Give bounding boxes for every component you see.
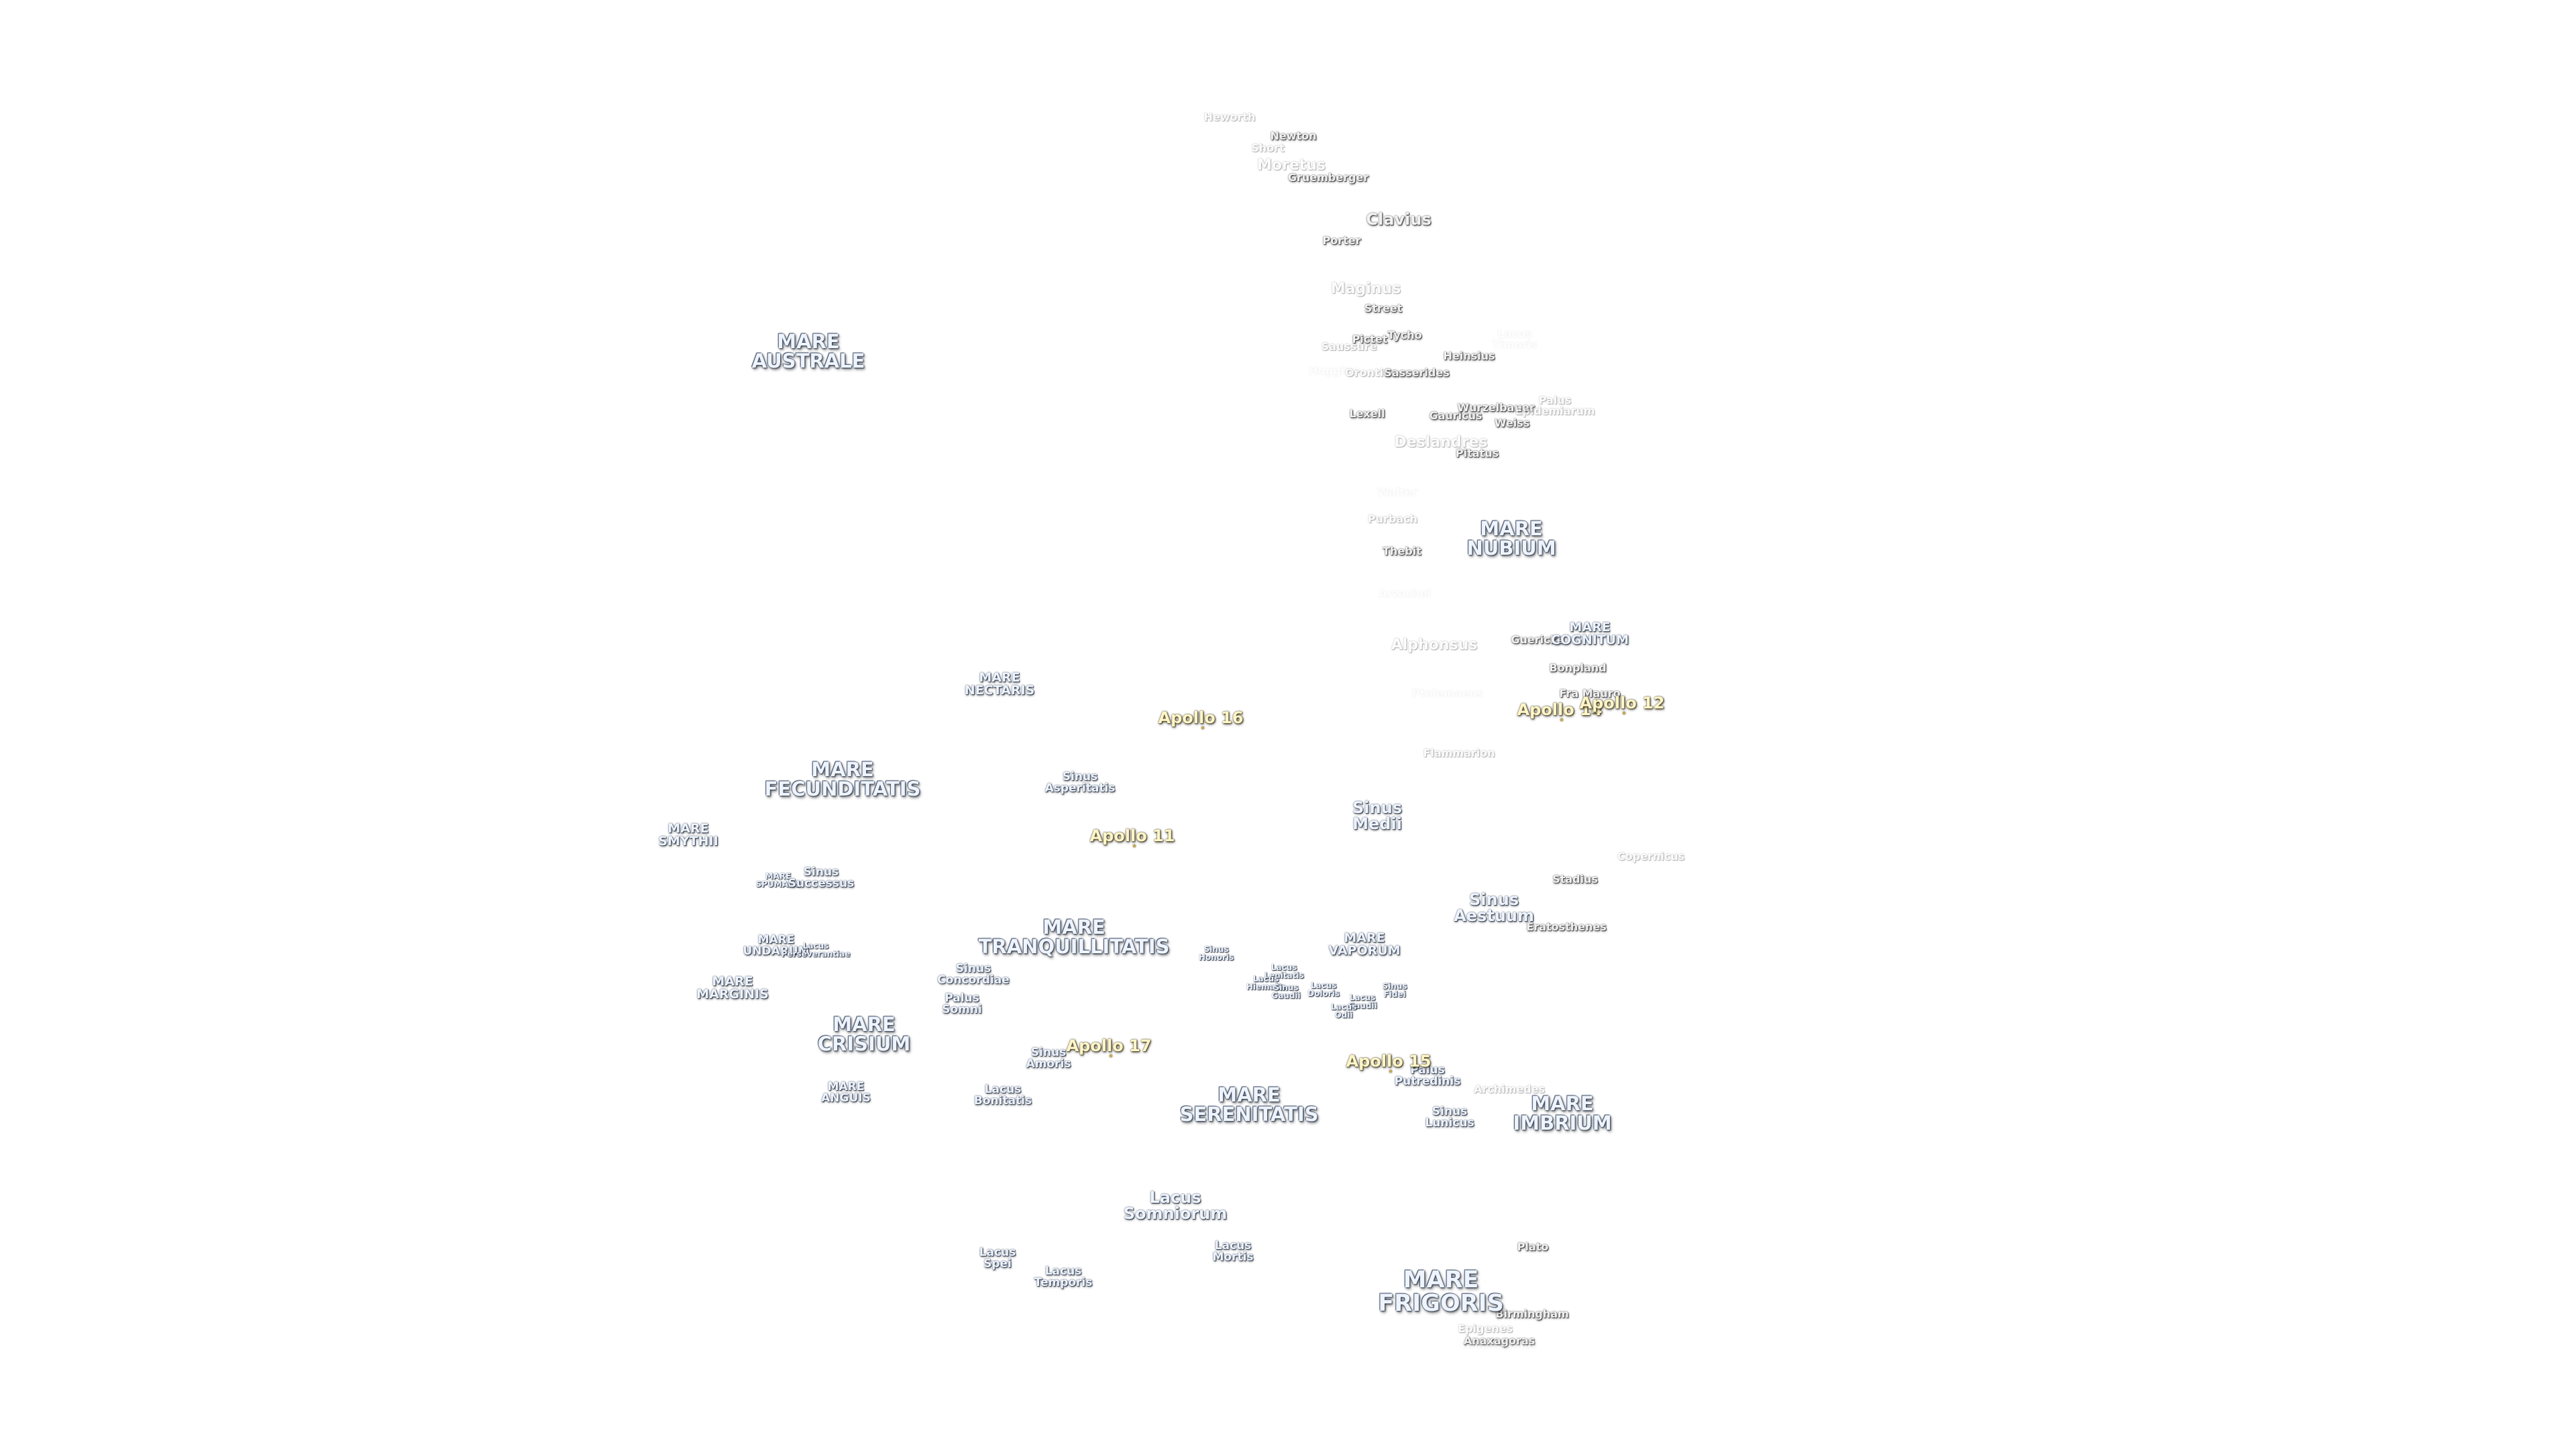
label-tycho[interactable]: Tycho (1387, 329, 1422, 341)
label-lacus-bonitatis[interactable]: Lacus Bonitatis (973, 1083, 1032, 1108)
label-heworth[interactable]: Heworth (1203, 111, 1256, 123)
label-mare-smythii[interactable]: MARE SMYTHII (658, 821, 718, 849)
label-mare-nectaris[interactable]: MARE NECTARIS (964, 670, 1035, 698)
label-lacus-doloris[interactable]: Lacus Doloris (1307, 981, 1340, 998)
label-lacus-odii[interactable]: Lacus Odii (1330, 1002, 1357, 1020)
label-saussure[interactable]: Saussure (1321, 340, 1377, 353)
label-sasserides[interactable]: Sasserides (1384, 366, 1450, 379)
label-heinsius[interactable]: Heinsius (1443, 350, 1495, 362)
label-porter[interactable]: Porter (1322, 234, 1361, 247)
label-pictet[interactable]: Pictet (1352, 333, 1388, 345)
label-mare-frigoris[interactable]: MARE FRIGORIS (1378, 1267, 1504, 1317)
label-lacus-perseverantiae[interactable]: Lacus Perseverantiae (781, 941, 851, 959)
label-archimedes[interactable]: Archimedes (1474, 1083, 1545, 1095)
label-mare-marginis[interactable]: MARE MARGINIS (696, 974, 769, 1002)
label-fra-mauro[interactable]: Fra Mauro (1559, 687, 1621, 700)
label-apollo-15[interactable]: Apollo 15 (1346, 1052, 1432, 1071)
label-lexell[interactable]: Lexell (1349, 407, 1385, 420)
label-thebit[interactable]: Thebit (1383, 545, 1421, 557)
apollo-12-marker[interactable] (1623, 712, 1625, 714)
label-weiss[interactable]: Weiss (1494, 417, 1530, 429)
label-sinus-gaudii[interactable]: Sinus Gaudii (1271, 983, 1301, 1000)
label-lacus-spei[interactable]: Lacus Spei (979, 1246, 1016, 1271)
label-street[interactable]: Street (1364, 302, 1403, 315)
label-newton[interactable]: Newton (1270, 129, 1317, 142)
label-sinus-honoris[interactable]: Sinus Honoris (1198, 945, 1234, 962)
apollo-17-marker[interactable] (1110, 1055, 1112, 1057)
label-palus-somni[interactable]: Palus Somni (942, 991, 982, 1016)
label-bonpland[interactable]: Bonpland (1549, 661, 1607, 674)
label-walter[interactable]: Walter (1377, 486, 1417, 498)
label-lacus-timoris[interactable]: Lacus Timoris (1492, 327, 1538, 351)
label-mare-tranquillitatis[interactable]: MARE TRANQUILLITATIS (978, 916, 1170, 958)
label-apollo-16[interactable]: Apollo 16 (1158, 708, 1244, 727)
apollo-11-marker[interactable] (1133, 845, 1136, 847)
label-lacus-lenitatis[interactable]: Lacus Lenitatis (1264, 963, 1304, 980)
label-deslandres[interactable]: Deslandres (1394, 434, 1488, 451)
label-mare-imbrium[interactable]: MARE IMBRIUM (1513, 1092, 1612, 1134)
label-lacus-temporis[interactable]: Lacus Temporis (1034, 1265, 1093, 1289)
label-flammarion[interactable]: Flammarion (1423, 747, 1495, 759)
label-copernicus[interactable]: Copernicus (1617, 850, 1685, 863)
label-apollo-11[interactable]: Apollo 11 (1089, 826, 1175, 845)
label-mare-serenitatis[interactable]: MARE SERENITATIS (1179, 1083, 1319, 1126)
label-ptolemaeus[interactable]: Ptolemaeus (1412, 687, 1483, 700)
label-sinus-lunicus[interactable]: Sinus Lunicus (1425, 1105, 1474, 1130)
label-lacus-gaudii[interactable]: Lacus Gaudii (1348, 993, 1377, 1010)
label-sinus-aestuum[interactable]: Sinus Aestuum (1454, 890, 1534, 925)
label-gruemberger[interactable]: Gruemberger (1287, 171, 1369, 184)
label-maginus[interactable]: Maginus (1330, 280, 1401, 297)
label-guericke[interactable]: Guericke (1511, 633, 1564, 646)
label-sinus-asperitatis[interactable]: Sinus Asperitatis (1044, 770, 1116, 795)
label-short[interactable]: Short (1251, 142, 1285, 154)
label-mare-australe[interactable]: MARE AUSTRALE (751, 330, 865, 372)
label-mare-cognitum[interactable]: MARE COGNITUM (1551, 620, 1629, 647)
label-apollo-17[interactable]: Apollo 17 (1066, 1036, 1152, 1055)
label-sinus-amoris[interactable]: Sinus Amoris (1026, 1046, 1071, 1071)
label-purbach[interactable]: Purbach (1367, 513, 1418, 525)
label-orontius[interactable]: Orontius (1345, 366, 1397, 379)
label-clavius[interactable]: Clavius (1366, 210, 1432, 229)
apollo-14-marker[interactable] (1560, 718, 1563, 721)
label-goldschmidt[interactable]: Goldschmidt (1460, 1338, 1537, 1351)
label-mare-anguis[interactable]: MARE ANGUIS (821, 1080, 871, 1105)
label-lacus-somniorum[interactable]: Lacus Somniorum (1123, 1188, 1228, 1223)
label-mare-crisium[interactable]: MARE CRISIUM (817, 1013, 911, 1055)
label-pitatus[interactable]: Pitatus (1455, 447, 1499, 460)
label-sinus-successus[interactable]: Sinus Successus (788, 865, 855, 890)
label-moretus[interactable]: Moretus (1256, 157, 1326, 174)
label-wurzelbauer[interactable]: Wurzelbauer (1457, 401, 1535, 414)
label-lacus-mortis[interactable]: Lacus Mortis (1212, 1239, 1254, 1264)
label-plato[interactable]: Plato (1517, 1240, 1549, 1253)
label-mare-fecunditatis[interactable]: MARE FECUNDITATIS (764, 758, 921, 800)
label-apollo-14[interactable]: Apollo 14 (1517, 700, 1603, 719)
label-arzachel[interactable]: Arzachel (1379, 587, 1431, 600)
label-mare-nubium[interactable]: MARE NUBIUM (1466, 517, 1556, 559)
label-mare-spumans[interactable]: MARE SPUMANS (755, 871, 801, 889)
label-sinus-medii[interactable]: Sinus Medii (1352, 798, 1402, 833)
label-gauricus[interactable]: Gauricus (1429, 409, 1483, 422)
label-huggins[interactable]: Huggins (1308, 364, 1359, 377)
label-anaxagoras[interactable]: Anaxagoras (1463, 1334, 1536, 1347)
label-epigenes[interactable]: Epigenes (1458, 1322, 1513, 1335)
label-birmingham[interactable]: Birmingham (1495, 1307, 1569, 1320)
label-sinus-concordiae[interactable]: Sinus Concordiae (937, 962, 1010, 987)
label-palus-epidemiarum[interactable]: Palus Epidemiarum (1515, 394, 1595, 417)
label-stadius[interactable]: Stadius (1552, 873, 1598, 885)
label-eratosthenes[interactable]: Eratosthenes (1526, 920, 1607, 933)
label-alphonsus[interactable]: Alphonsus (1391, 637, 1478, 653)
apollo-16-marker[interactable] (1201, 727, 1204, 729)
label-lacus-hiemalis[interactable]: Lacus Hiemalis (1246, 974, 1286, 991)
label-palus-putredinis[interactable]: Palus Putredinis (1394, 1063, 1461, 1088)
label-mare-undarum[interactable]: MARE UNDARUM (743, 933, 810, 958)
apollo-15-marker[interactable] (1389, 1070, 1392, 1073)
label-mare-vaporum[interactable]: MARE VAPORUM (1328, 930, 1401, 958)
label-apollo-12[interactable]: Apollo 12 (1579, 694, 1665, 712)
label-sinus-fidei[interactable]: Sinus Fidei (1382, 981, 1407, 999)
